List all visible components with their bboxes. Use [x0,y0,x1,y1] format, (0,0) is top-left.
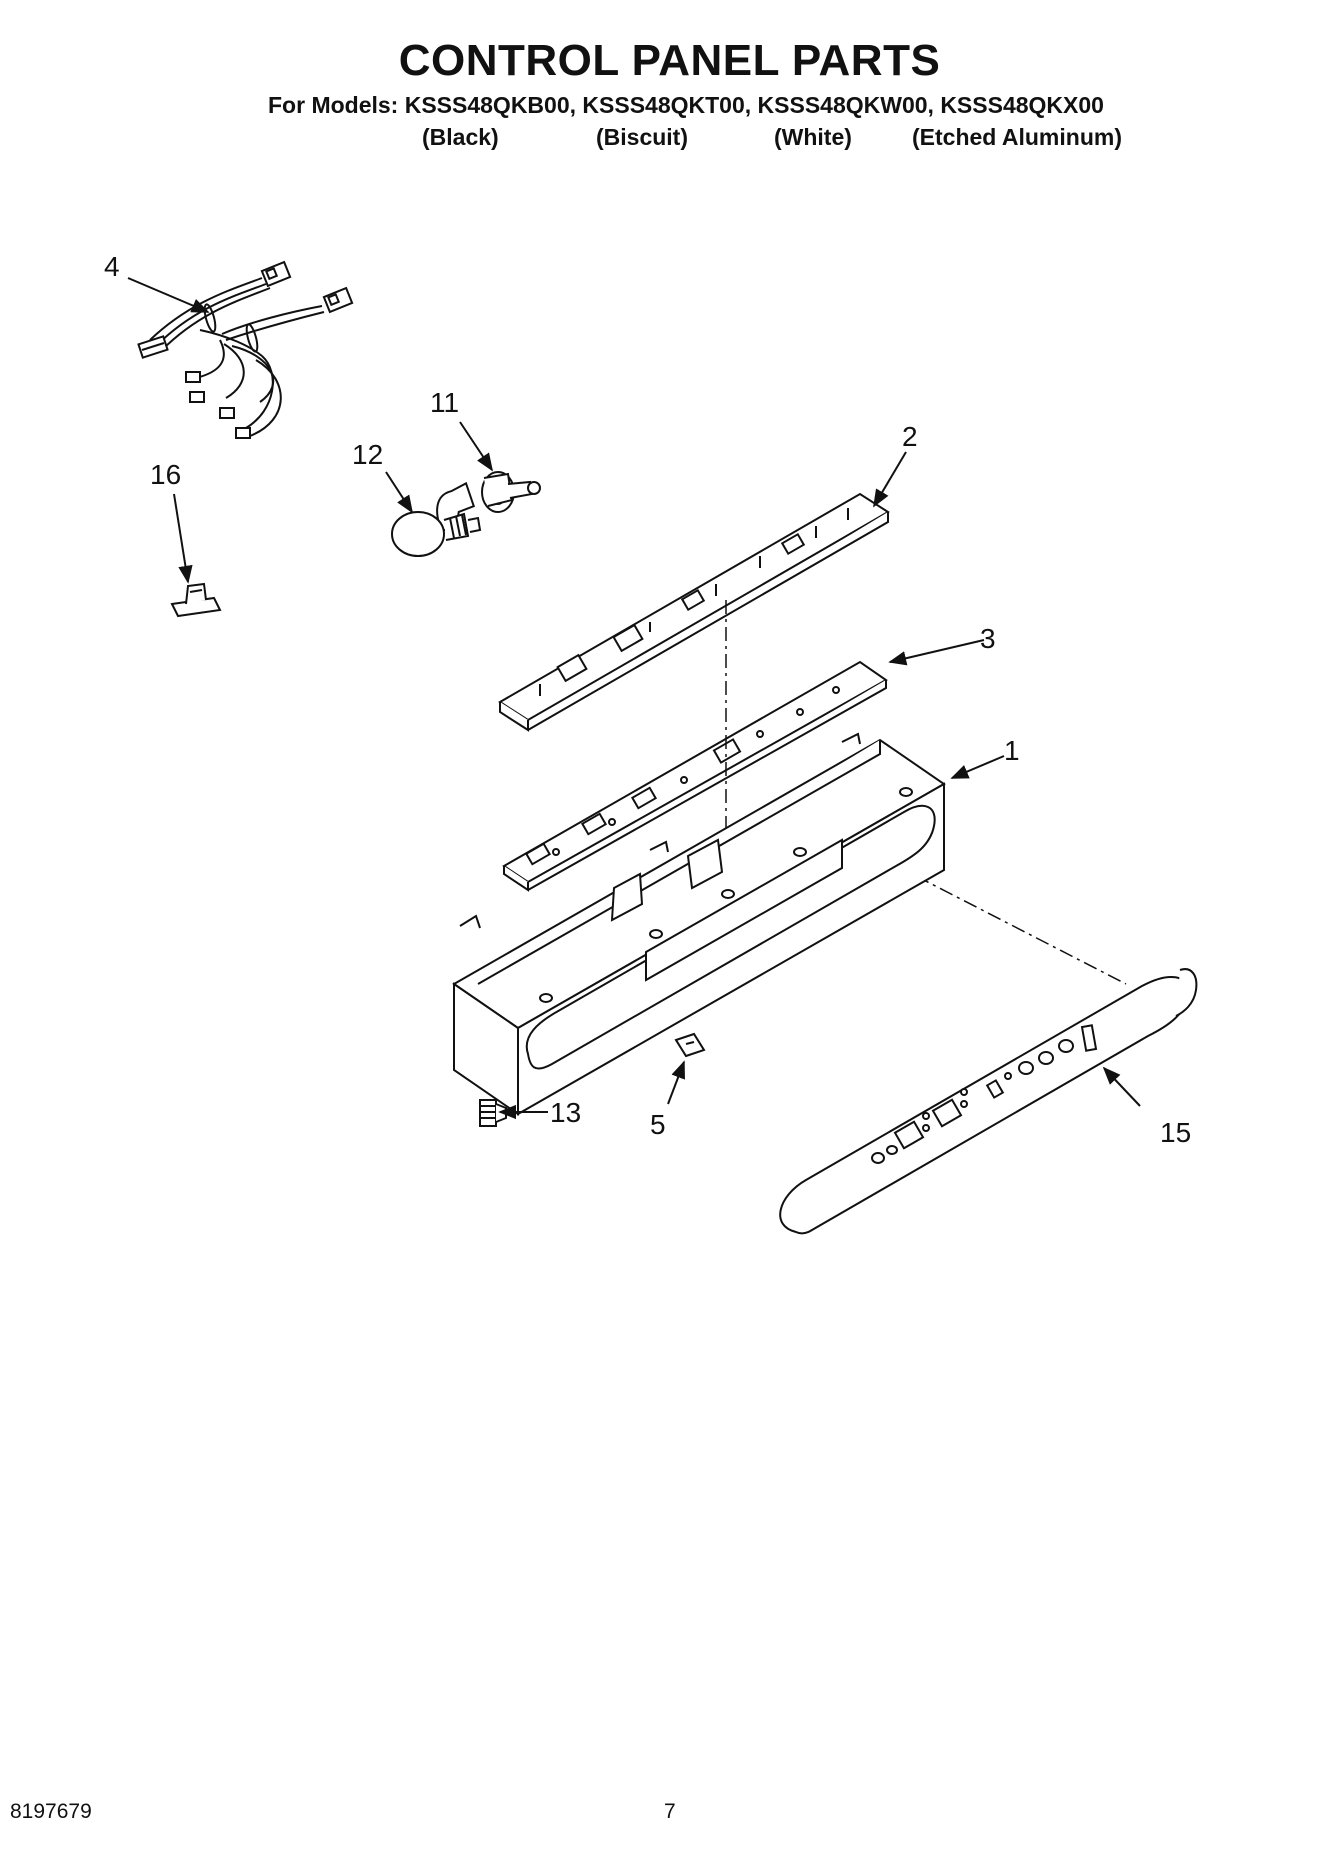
wire-harness-part [137,260,354,439]
callout-13: 13 [550,1097,581,1128]
color-etched-aluminum: (Etched Aluminum) [912,124,1122,150]
color-white: (White) [774,124,852,150]
callout-2: 2 [902,421,918,452]
alignment-line-panel [915,875,1127,985]
color-black: (Black) [422,124,499,150]
page-title: CONTROL PANEL PARTS [398,36,941,85]
housing-part [452,732,946,1116]
document-number: 8197679 [10,1800,92,1823]
callout-11: 11 [430,387,459,418]
callout-1: 1 [1004,735,1020,766]
callout-15: 15 [1160,1117,1191,1148]
upper-board-part [498,492,890,732]
callout-3: 3 [980,623,996,654]
control-panel-face-part [779,968,1198,1235]
callout-5: 5 [650,1109,666,1140]
leader-arrows [127,277,1141,1120]
color-biscuit: (Biscuit) [596,124,688,150]
lower-board-part [502,660,888,892]
bulb-part [391,481,482,557]
callout-12: 12 [352,439,383,470]
models-line: For Models: KSSS48QKB00, KSSS48QKT00, KS… [268,92,1104,118]
page-number: 7 [664,1800,676,1823]
socket-part [481,471,541,513]
bracket-part [674,1032,706,1058]
clip-part [170,582,222,618]
callout-4: 4 [104,251,120,282]
callout-16: 16 [150,459,181,490]
